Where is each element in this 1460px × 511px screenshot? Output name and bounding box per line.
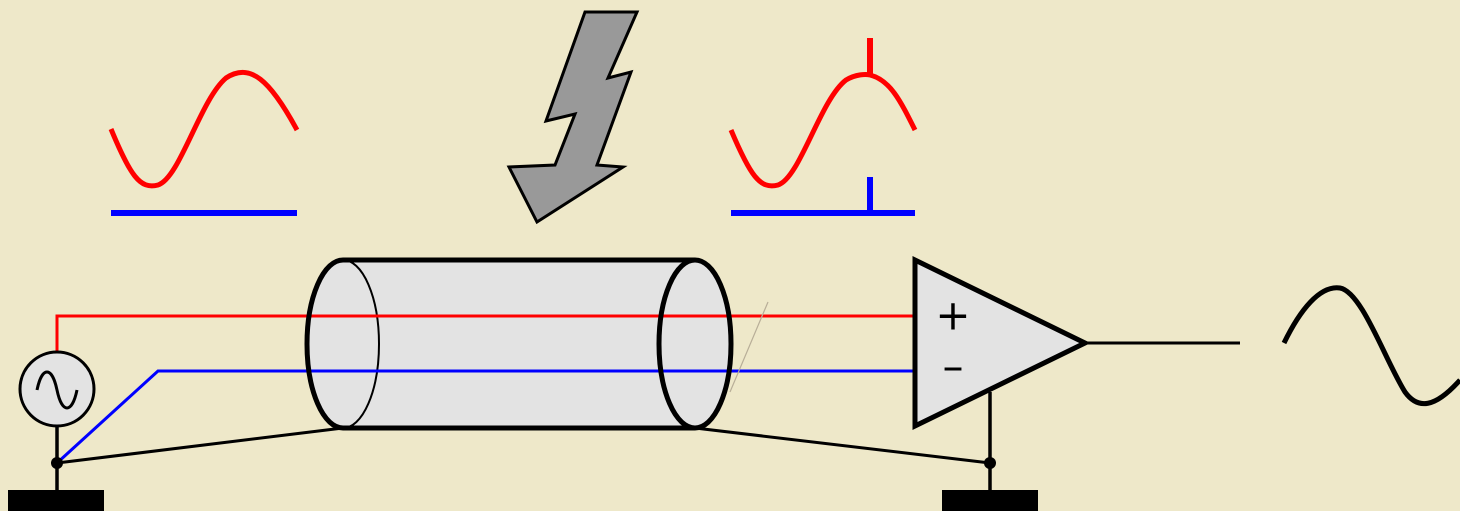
cable-right-end	[656, 257, 734, 431]
ground-node-right	[984, 457, 996, 469]
cable-segment	[304, 257, 769, 431]
sine-icon	[35, 370, 79, 410]
shield-ground-wire-right	[694, 426, 991, 465]
ground-right	[942, 490, 1038, 511]
cable-left-end-inner	[342, 259, 380, 429]
differential-amplifier: + –	[912, 255, 1091, 431]
shield-drain-line	[729, 301, 769, 393]
lightning-bolt-icon	[506, 10, 640, 225]
output-waveform	[1281, 285, 1460, 407]
ground-left	[8, 490, 104, 511]
amp-plus-input-label: +	[935, 291, 970, 340]
ac-voltage-source	[18, 350, 96, 428]
shield-ground-wire-left	[56, 426, 344, 465]
received-signal-waveform	[728, 72, 918, 189]
amp-minus-input-label: –	[943, 342, 964, 391]
ground-node-left	[51, 457, 63, 469]
input-signal-waveform	[108, 69, 300, 189]
